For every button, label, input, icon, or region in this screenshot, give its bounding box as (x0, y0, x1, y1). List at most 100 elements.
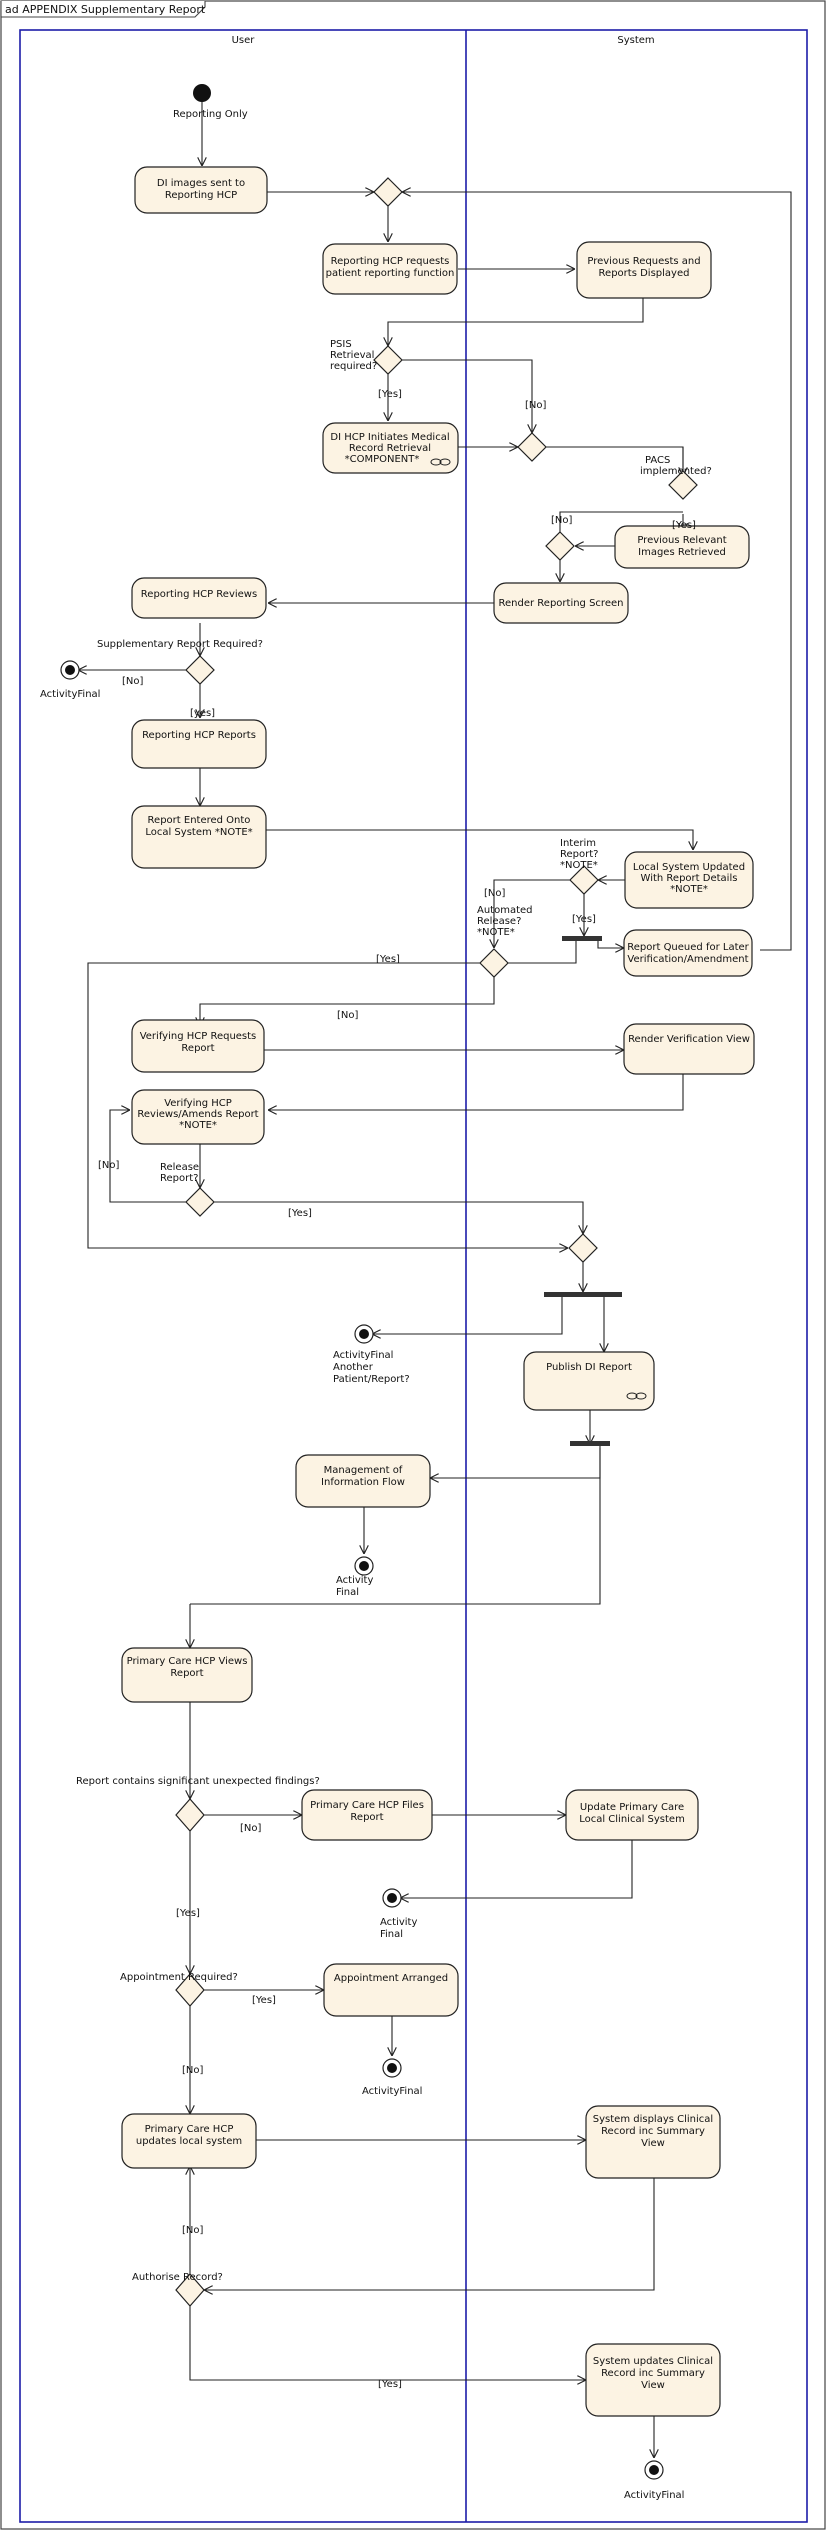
label-yes-appt: [Yes] (252, 1995, 276, 2006)
label-no-auto: [No] (337, 1010, 359, 1021)
label-no-psis: [No] (525, 400, 547, 411)
node-text: Publish DI Report (546, 1362, 632, 1373)
action-render-verification: Render Verification View (623, 1023, 755, 1075)
lane-title-user: User (232, 35, 256, 46)
label-no-auth: [No] (182, 2225, 204, 2236)
decision-merge-top (373, 177, 403, 207)
label-final-1: ActivityFinal (40, 689, 100, 700)
node-text: Render Verification View (628, 1034, 750, 1045)
action-publish-di: Publish DI Report (523, 1351, 655, 1411)
fork-interim (562, 936, 602, 941)
frame-title: ad APPENDIX Supplementary Report (5, 3, 206, 16)
activity-final-icon (382, 1888, 402, 1908)
node-text: Reporting HCP Reports (142, 730, 256, 741)
lane-title-system: System (617, 35, 654, 46)
final-nodes (60, 660, 664, 2480)
label-no-release: [No] (98, 1160, 120, 1171)
decision-appointment (175, 1973, 205, 2007)
label-yes-pacs: [Yes] (672, 520, 696, 531)
activity-final-icon (644, 2460, 664, 2480)
fork-management (570, 1441, 610, 1446)
label-authorise: Authorise Record? (132, 2272, 223, 2283)
action-appointment-arranged: Appointment Arranged (323, 1963, 459, 2017)
decision-interim (569, 865, 599, 895)
label-final-6: ActivityFinal (624, 2490, 684, 2501)
decision-automated (479, 948, 509, 978)
label-yes-release: [Yes] (288, 1208, 312, 1219)
chain-link-icon (430, 458, 451, 466)
label-yes-psis: [Yes] (378, 389, 402, 400)
fork-bars (544, 936, 622, 1446)
decision-pacs (668, 470, 698, 500)
label-yes-interim: [Yes] (572, 914, 596, 925)
label-yes-findings: [Yes] (176, 1908, 200, 1919)
action-reporting-reports: Reporting HCP Reports (131, 719, 267, 769)
label-no-supp: [No] (122, 676, 144, 687)
label-no-appt: [No] (182, 2065, 204, 2076)
swimlanes: User System (19, 29, 808, 2523)
decision-merge-publish (568, 1233, 598, 1263)
decision-psis (373, 345, 403, 375)
chain-link-icon (626, 1392, 647, 1400)
decision-findings (175, 1798, 205, 1832)
action-reporting-reviews: Reporting HCP Reviews (131, 577, 267, 619)
decision-merge-render (545, 531, 575, 561)
decision-release (185, 1187, 215, 1217)
label-reporting-only: Reporting Only (173, 109, 248, 120)
label-yes-auto: [Yes] (376, 954, 400, 965)
initial-node: Reporting Only (173, 84, 248, 120)
label-final-5: ActivityFinal (362, 2086, 422, 2097)
action-render-reporting: Render Reporting Screen (493, 582, 629, 624)
edges (78, 100, 792, 2458)
decision-supplementary (185, 655, 215, 685)
activity-final-icon (382, 2058, 402, 2078)
decision-authorise (175, 2273, 205, 2307)
label-supplementary: Supplementary Report Required? (97, 639, 263, 650)
node-text: Reporting HCP Reviews (141, 589, 257, 600)
activity-final-icon (354, 1324, 374, 1344)
activity-final-icon (60, 660, 80, 680)
label-yes-auth: [Yes] (378, 2379, 402, 2390)
fork-publish (544, 1292, 622, 1297)
label-no-interim: [No] (484, 888, 506, 899)
initial-node-icon (193, 84, 211, 102)
decision-nodes (175, 177, 698, 2307)
